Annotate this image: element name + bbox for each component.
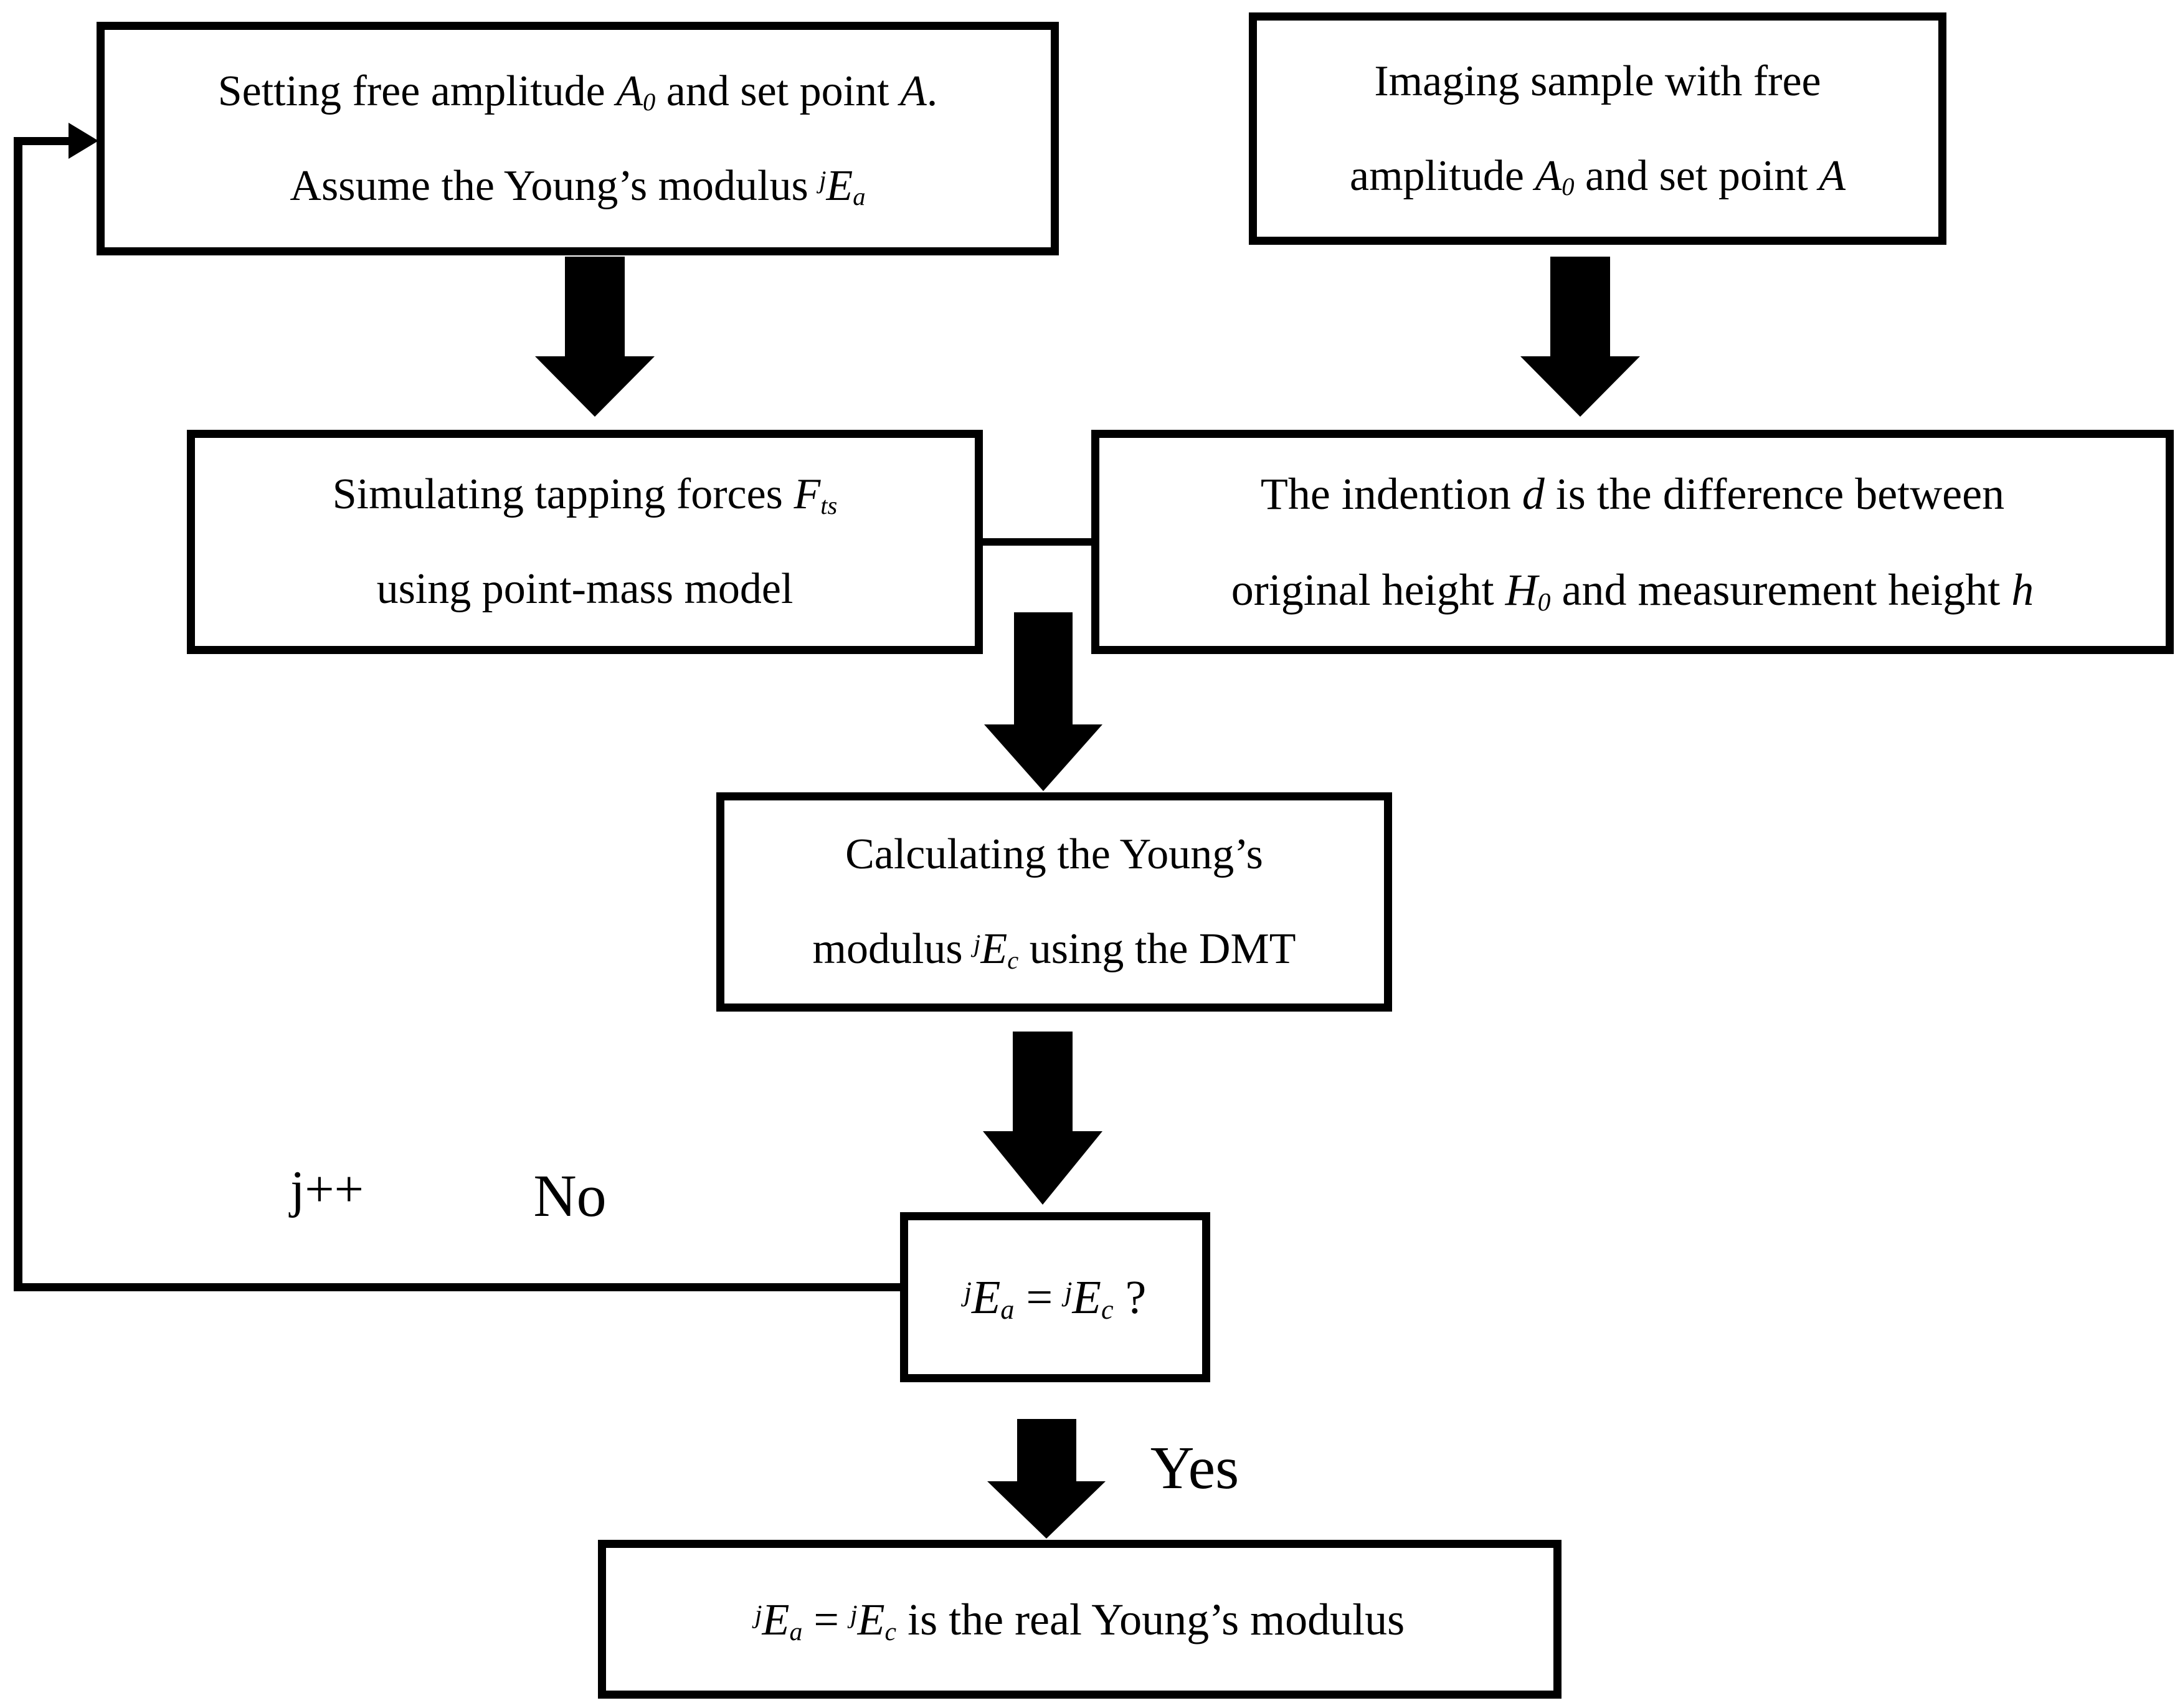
label-no: No xyxy=(533,1162,607,1229)
arrow-calculating-to-decision-head-icon xyxy=(983,1131,1102,1205)
arrow-setting-to-simulating-head-icon xyxy=(535,356,655,417)
box-indention-line-2: original height H0 and measurement heigh… xyxy=(1231,565,2034,617)
box-setting-line-2: Assume the Young’s modulus jEa xyxy=(290,161,866,211)
label-yes: Yes xyxy=(1150,1435,1239,1502)
arrow-decision-to-result-head-icon xyxy=(987,1481,1106,1539)
arrow-calculating-to-decision-shaft xyxy=(1013,1032,1073,1132)
arrow-to-calculating-shaft xyxy=(1014,612,1073,726)
arrow-imaging-to-indention-head-icon xyxy=(1520,356,1640,417)
box-calculating-line-2: modulus jEc using the DMT xyxy=(812,925,1296,974)
loop-no-branch-vertical-line xyxy=(14,137,22,1291)
box-indention-difference: The indention d is the difference betwee… xyxy=(1091,430,2174,654)
box-simulating-forces: Simulating tapping forces Fts using poin… xyxy=(187,430,983,654)
box-imaging-line-1: Imaging sample with free xyxy=(1374,57,1821,105)
label-j-increment: j++ xyxy=(290,1160,364,1218)
box-result-real-modulus: jEa = jEc is the real Young’s modulus xyxy=(598,1540,1562,1699)
arrow-imaging-to-indention-shaft xyxy=(1550,257,1610,358)
arrow-to-calculating-head-icon xyxy=(984,724,1102,791)
box-indention-line-1: The indention d is the difference betwee… xyxy=(1260,469,2005,519)
loop-no-branch-horizontal-line xyxy=(14,1283,900,1291)
box-decision-line-1: jEa = jEc ? xyxy=(964,1271,1147,1326)
arrow-decision-to-result-shaft xyxy=(1017,1419,1076,1483)
box-imaging-sample: Imaging sample with free amplitude A0 an… xyxy=(1249,12,1946,245)
connector-simulating-indention xyxy=(983,538,1091,546)
box-simulating-line-2: using point-mass model xyxy=(376,565,794,613)
box-setting-line-1: Setting free amplitude A0 and set point … xyxy=(217,67,938,116)
loop-no-branch-top-line xyxy=(14,137,76,145)
box-calculating-modulus: Calculating the Young’s modulus jEc usin… xyxy=(716,792,1392,1012)
box-simulating-line-1: Simulating tapping forces Fts xyxy=(332,470,838,520)
box-decision-equality: jEa = jEc ? xyxy=(900,1212,1210,1382)
box-setting-amplitude: Setting free amplitude A0 and set point … xyxy=(97,22,1059,255)
box-result-line-1: jEa = jEc is the real Young’s modulus xyxy=(754,1594,1405,1646)
box-calculating-line-1: Calculating the Young’s xyxy=(845,830,1263,878)
loop-arrow-into-setting-head-icon xyxy=(69,123,98,159)
arrow-setting-to-simulating-shaft xyxy=(565,257,625,358)
box-imaging-line-2: amplitude A0 and set point A xyxy=(1350,151,1846,201)
